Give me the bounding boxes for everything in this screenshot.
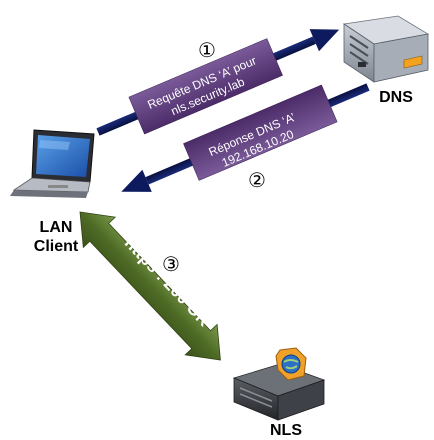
request-label-box (128, 38, 283, 135)
step-2-marker: ② (248, 168, 266, 192)
lan-client-label-line2: Client (33, 238, 79, 255)
lan-client-label: LAN Client (28, 218, 84, 256)
nls-server-icon (232, 347, 326, 421)
step-1-marker: ① (198, 38, 216, 62)
response-arrow (121, 83, 370, 192)
lan-client-label-line1: LAN (39, 219, 73, 236)
step-3-marker: ③ (162, 252, 180, 276)
request-arrow (96, 29, 340, 136)
nls-label: NLS (270, 422, 302, 439)
laptop-icon (10, 129, 95, 198)
https-arrow (79, 211, 221, 361)
response-label-box (183, 84, 338, 181)
server-icon (342, 15, 430, 83)
dns-label: DNS (379, 89, 413, 106)
